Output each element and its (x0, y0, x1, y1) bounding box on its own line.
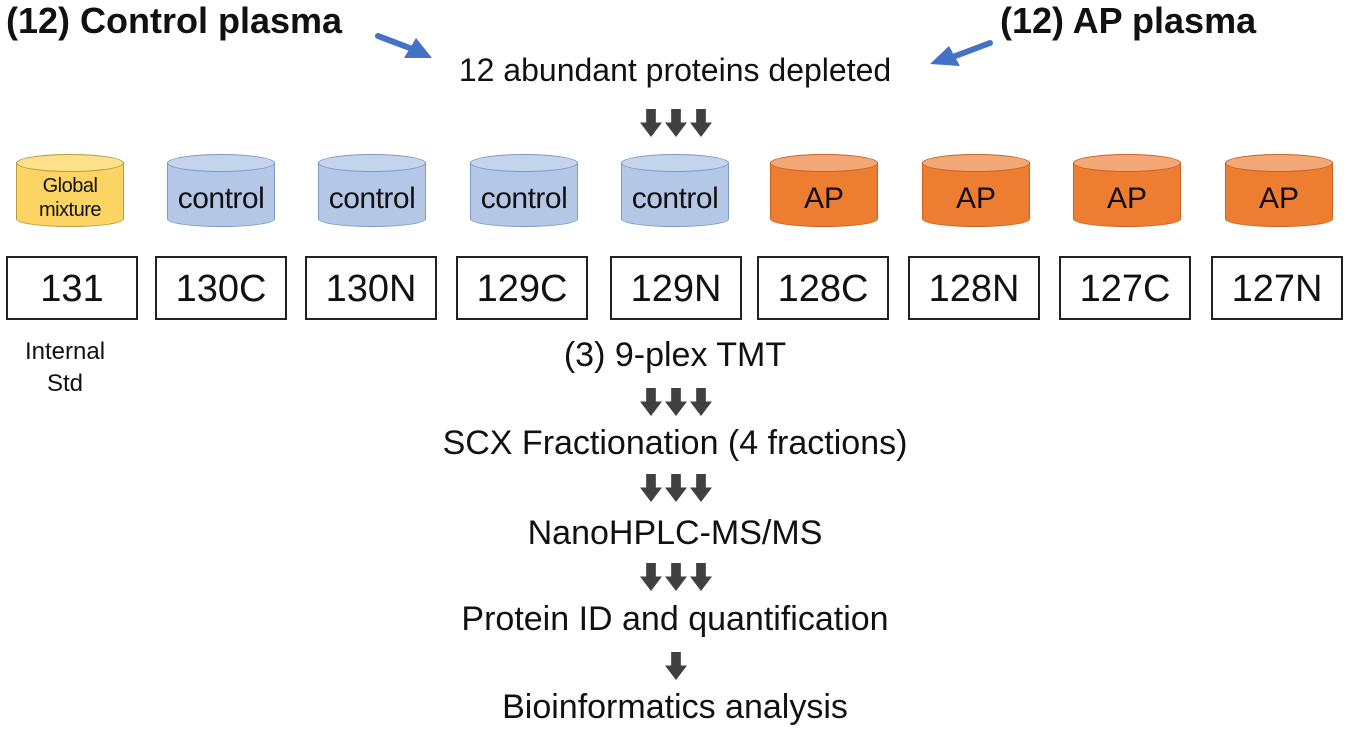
tmt-tag-box: 128N (908, 256, 1040, 320)
triple-down-arrow-icon (640, 563, 712, 591)
depletion-step: 12 abundant proteins depleted (458, 52, 892, 88)
sample-cylinder-control: control (470, 154, 578, 228)
sample-cylinder-control: control (621, 154, 729, 228)
tmt-labeling-step: (3) 9-plex TMT (563, 336, 787, 374)
sample-cylinder-control: control (167, 154, 275, 228)
triple-down-arrow-icon (640, 474, 712, 502)
protein-id-step: Protein ID and quantification (461, 600, 889, 638)
tmt-tag-box: 131 (6, 256, 138, 320)
sample-label: control (631, 182, 719, 215)
sample-label: control (480, 182, 568, 215)
sample-label: control (328, 182, 416, 215)
sample-cylinder-ap: AP (1073, 154, 1181, 228)
ap-plasma-title: (12) AP plasma (1000, 0, 1257, 41)
tmt-tag-box: 128C (757, 256, 889, 320)
down-arrow-icon (665, 652, 687, 680)
internal-std-label: Internal Std (24, 338, 106, 397)
sample-cylinder-ap: AP (770, 154, 878, 228)
control-plasma-title: (12) Control plasma (6, 0, 343, 41)
sample-cylinder-ap: AP (1225, 154, 1333, 228)
triple-down-arrow-icon (640, 109, 712, 137)
input-arrows (375, 33, 993, 66)
sample-label: control (177, 182, 265, 215)
sample-label: AP (955, 182, 997, 215)
nanohplc-step: NanoHPLC-MS/MS (527, 514, 823, 552)
sample-cylinder-global: Global mixture (16, 154, 124, 228)
triple-down-arrow-icon (640, 388, 712, 416)
sample-cylinder-control: control (318, 154, 426, 228)
bioinformatics-step: Bioinformatics analysis (502, 688, 848, 726)
tmt-tag-box: 130C (155, 256, 287, 320)
sample-label: AP (1258, 182, 1300, 215)
sample-cylinder-ap: AP (922, 154, 1030, 228)
sample-label: AP (1106, 182, 1148, 215)
tmt-tag-box: 127C (1059, 256, 1191, 320)
ap-input-arrow-icon (930, 40, 993, 66)
tmt-tag-box: 130N (305, 256, 437, 320)
tmt-tag-box: 129N (610, 256, 742, 320)
scx-fractionation-step: SCX Fractionation (4 fractions) (442, 424, 908, 462)
control-input-arrow-icon (375, 33, 432, 58)
tmt-tag-box: 129C (456, 256, 588, 320)
sample-label: AP (803, 182, 845, 215)
tmt-tag-box: 127N (1211, 256, 1343, 320)
sample-label: Global mixture (38, 175, 102, 221)
